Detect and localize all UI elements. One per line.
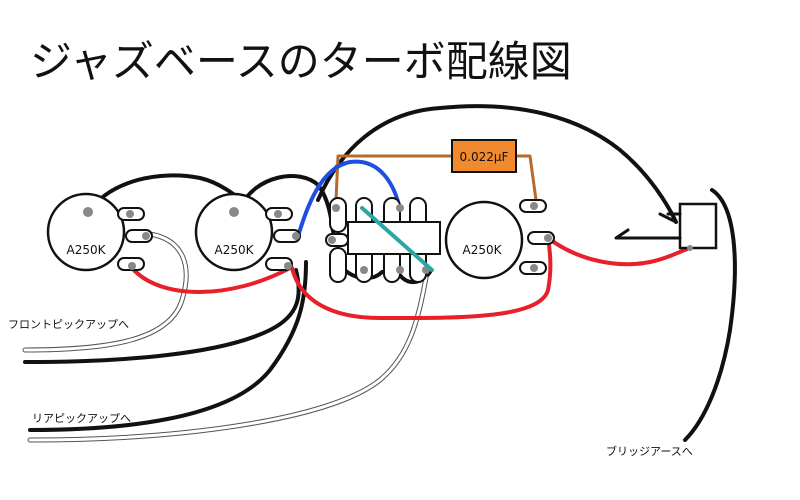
pot-1-ground-solder — [83, 207, 93, 217]
red-wire-pot3-jack — [546, 236, 692, 267]
pot-3-label: A250K — [463, 243, 503, 257]
ground-wire-to-jack — [316, 104, 678, 224]
label-rear-pickup: リアピックアップへ — [32, 412, 131, 425]
red-wire-pot1-pot2 — [130, 266, 292, 294]
ground-wire-front-pickup — [23, 268, 301, 364]
ground-wires — [23, 104, 737, 442]
pot-1-solder-top — [126, 210, 134, 218]
pickup-hot-wires — [22, 231, 429, 443]
ground-wire-rear-pickup — [28, 260, 308, 432]
ground-wire-bridge — [683, 188, 737, 442]
capacitor-label: 0.022μF — [460, 150, 509, 164]
pot-1-solder-bottom — [128, 262, 136, 270]
pot-2: A250K — [194, 192, 301, 272]
red-wires — [130, 236, 692, 321]
pot-3: A250K — [444, 199, 555, 280]
red-wire-pot2-switch — [290, 236, 553, 321]
pot-2-ground-solder — [229, 207, 239, 217]
pot-2-solder-bottom — [284, 262, 292, 270]
cap-lead-right — [510, 154, 538, 202]
pot-1-label: A250K — [67, 243, 107, 257]
cap-lead-left — [334, 154, 458, 202]
label-bridge-ground: ブリッジアースへ — [606, 444, 693, 458]
capacitor: 0.022μF — [451, 139, 517, 173]
pot-2-solder-top — [274, 210, 282, 218]
label-front-pickup: フロントピックアップへ — [8, 318, 129, 331]
switch-link-wire — [360, 206, 434, 272]
front-pickup-hot-wire — [23, 232, 188, 352]
pot-2-label: A250K — [215, 243, 255, 257]
pot-1-solder-mid — [142, 232, 150, 240]
diagram-title: ジャズベースのターボ配線図 — [30, 37, 572, 86]
output-jack — [614, 202, 718, 251]
blue-jumper-wire — [296, 159, 402, 238]
capacitor-leads — [334, 154, 538, 202]
rear-pickup-hot-wire — [28, 276, 428, 442]
pot-2-solder-mid — [292, 232, 300, 240]
pot-1: A250K — [46, 192, 153, 272]
switch — [325, 197, 441, 283]
